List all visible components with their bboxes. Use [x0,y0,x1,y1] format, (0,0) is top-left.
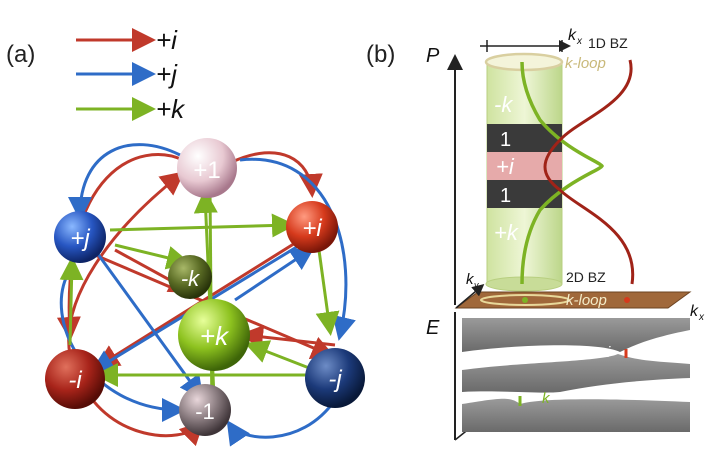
edge-green-7 [114,243,191,270]
cylinder-top-loop [484,52,564,72]
sheet-2 [462,354,690,393]
node-minus-one-label: -1 [195,399,215,424]
cone-i-label: i [607,344,611,361]
band-label-1-upper: 1 [500,129,511,151]
band-sheets [462,318,690,432]
panel-a-label: (a) [6,41,35,68]
edge-green-6 [315,242,340,336]
edge-blue-1 [68,143,181,221]
kx-plane-label: k [690,303,699,320]
node-minus-i [45,349,105,409]
curve-red [543,59,635,285]
panel-b-label: (b) [366,41,395,68]
kx-top-sub: x [576,36,583,47]
edge-blue-2 [239,157,356,341]
node-plus-i-label: +i [302,215,322,242]
band-1-lower [487,180,562,208]
node-plus-k [178,299,250,371]
ky-axis [455,284,485,309]
node-plus-one [177,138,237,198]
node-plus-one-label: +1 [193,157,220,184]
kloop-plane-ellipse [480,294,570,306]
quaternion-nodes: +1 +j +i -k -1 -i -j +k [45,138,365,436]
e-axis-label: E [426,317,440,339]
kloop-plane-dot-red [624,297,630,303]
node-minus-k [168,255,212,299]
sheet-3 [462,398,690,432]
node-minus-j [305,348,365,408]
legend-label-i: +i [156,25,178,55]
legend-label-j: +j [156,59,178,89]
legend-label-k: +k [156,94,186,124]
edge-red-8 [239,325,336,349]
band-label-1-lower: 1 [500,185,511,207]
edge-blue-3 [226,399,337,447]
node-minus-one [179,384,231,436]
kloop-top-label: k-loop [565,55,606,72]
p-axis-label: P [426,45,440,67]
band-label-plus-k: +k [494,220,519,245]
sheet-1 [462,318,690,352]
legend: +i +j +k [76,25,186,124]
edge-blue-6 [93,249,204,400]
band-label-minus-k: -k [494,92,513,117]
bz-1d-label: 1D BZ [588,35,628,51]
node-minus-j-label: -j [328,366,342,393]
node-minus-i-label: -i [68,367,82,394]
band-label-plus-i: +i [496,154,515,179]
node-plus-j [54,211,106,263]
ky-label: k [466,271,475,288]
band-plus-i [487,152,562,180]
node-plus-k-label: +k [200,321,230,351]
kloop-plane-dot-green [522,297,528,303]
bz-2d-label: 2D BZ [566,269,606,285]
cone-k-label: k [542,390,551,407]
band-1-upper [487,124,562,152]
node-plus-j-label: +j [70,225,90,252]
edge-blue-7 [234,246,315,302]
edge-green-1 [109,213,296,238]
kx-plane-sub: x [698,312,705,323]
node-plus-i [286,201,338,253]
curve-green [520,61,604,285]
kloop-plane-label: k-loop [566,292,607,309]
kx-top-label: k [568,27,577,44]
cylinder-bottom [485,276,563,292]
node-minus-k-label: -k [181,266,200,291]
edge-green-5 [59,256,84,346]
